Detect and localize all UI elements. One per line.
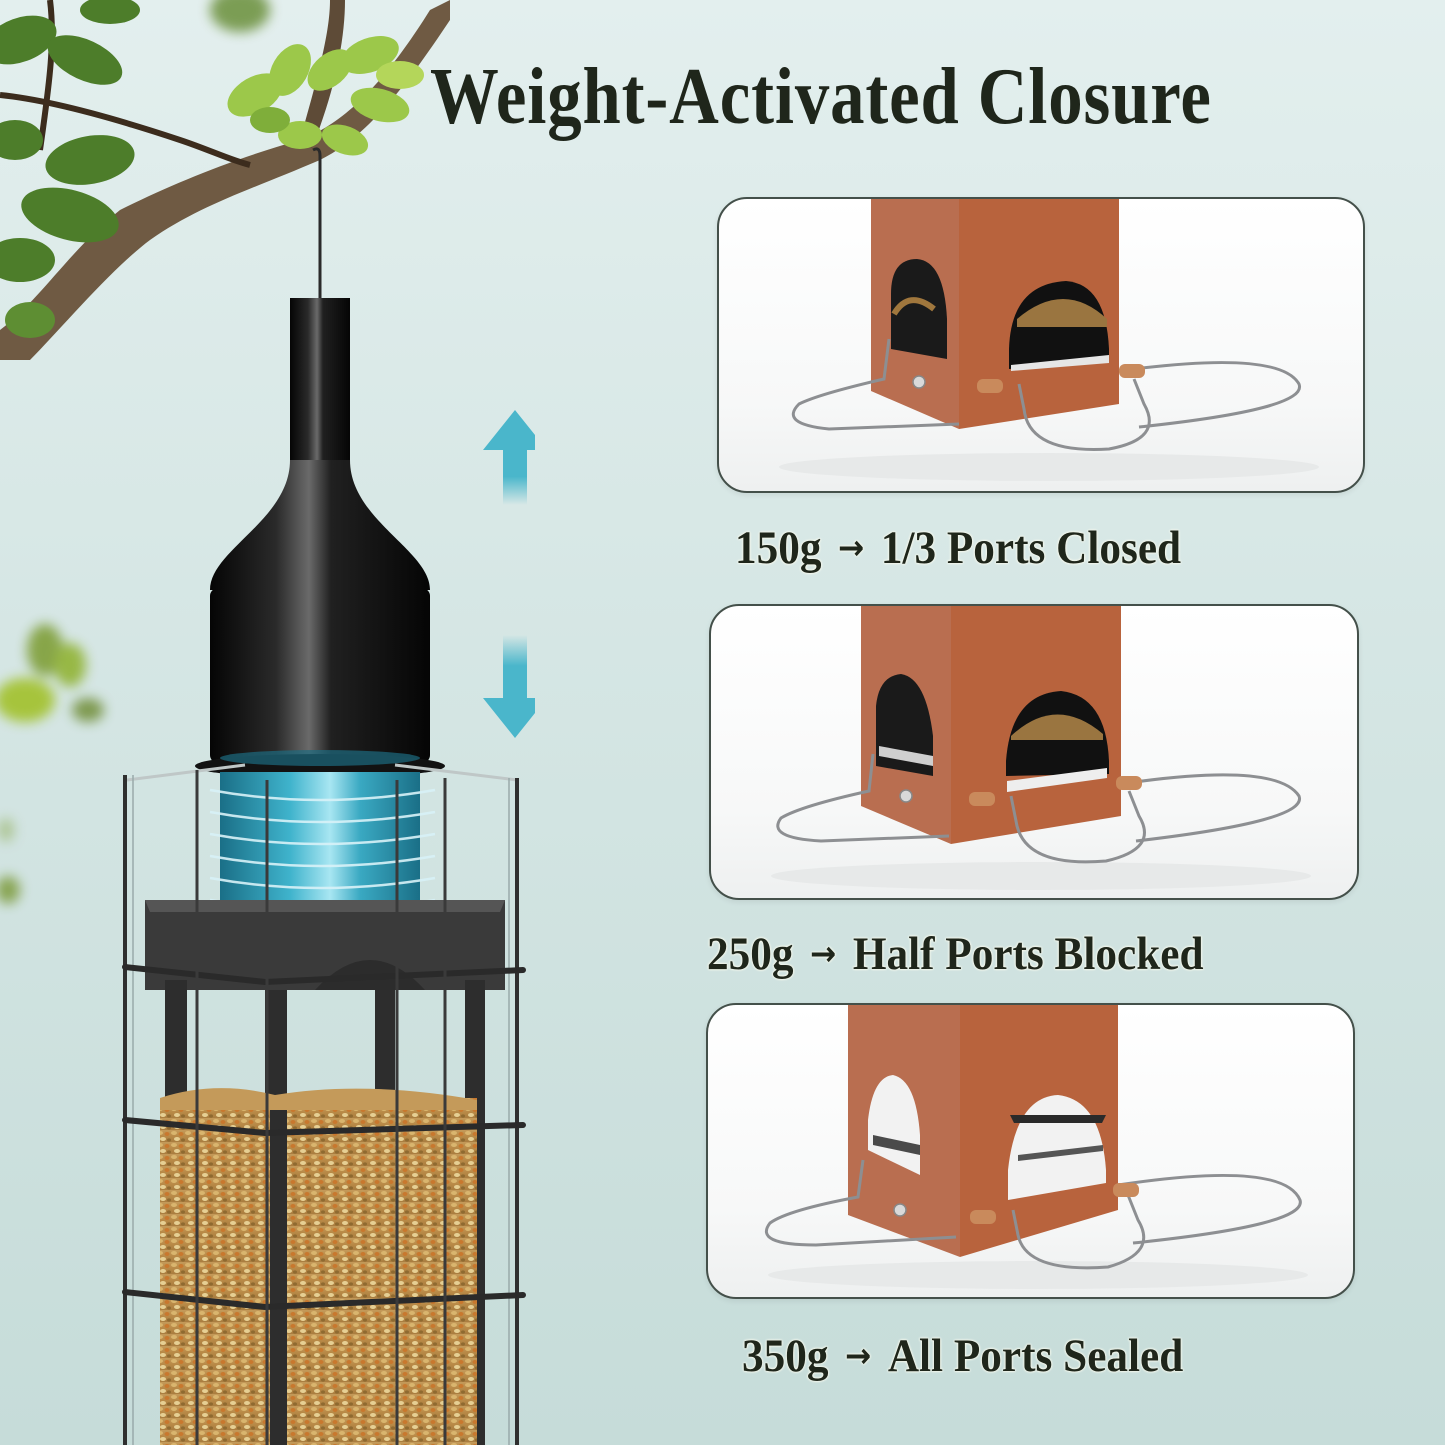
state-result: Half Ports Blocked [852, 928, 1204, 980]
state-panel-150g [717, 197, 1365, 493]
state-caption-250g: 250g → Half Ports Blocked [707, 924, 1204, 984]
state-panel-350g [706, 1003, 1355, 1299]
right-arrow-icon: → [838, 528, 865, 568]
state-result: 1/3 Ports Closed [880, 522, 1182, 574]
headline-title: Weight-Activated Closure [430, 53, 1212, 141]
right-arrow-icon: → [810, 934, 837, 974]
feeder-cross-section-illustration [115, 290, 535, 1445]
state-caption-350g: 350g → All Ports Sealed [742, 1326, 1183, 1386]
right-arrow-icon: → [845, 1336, 872, 1376]
tree-branch-illustration [0, 0, 450, 360]
state-weight: 150g [735, 522, 822, 574]
feeder-base-illustration [771, 606, 1311, 890]
state-panel-250g [709, 604, 1359, 900]
state-weight: 350g [742, 1330, 829, 1382]
up-down-arrow-icon [483, 410, 535, 738]
state-result: All Ports Sealed [887, 1330, 1184, 1382]
state-caption-150g: 150g → 1/3 Ports Closed [735, 518, 1181, 578]
state-weight: 250g [707, 928, 794, 980]
feeder-base-illustration [779, 199, 1319, 481]
feeder-base-illustration [764, 1005, 1308, 1289]
blurred-leaves-decoration [0, 590, 120, 920]
